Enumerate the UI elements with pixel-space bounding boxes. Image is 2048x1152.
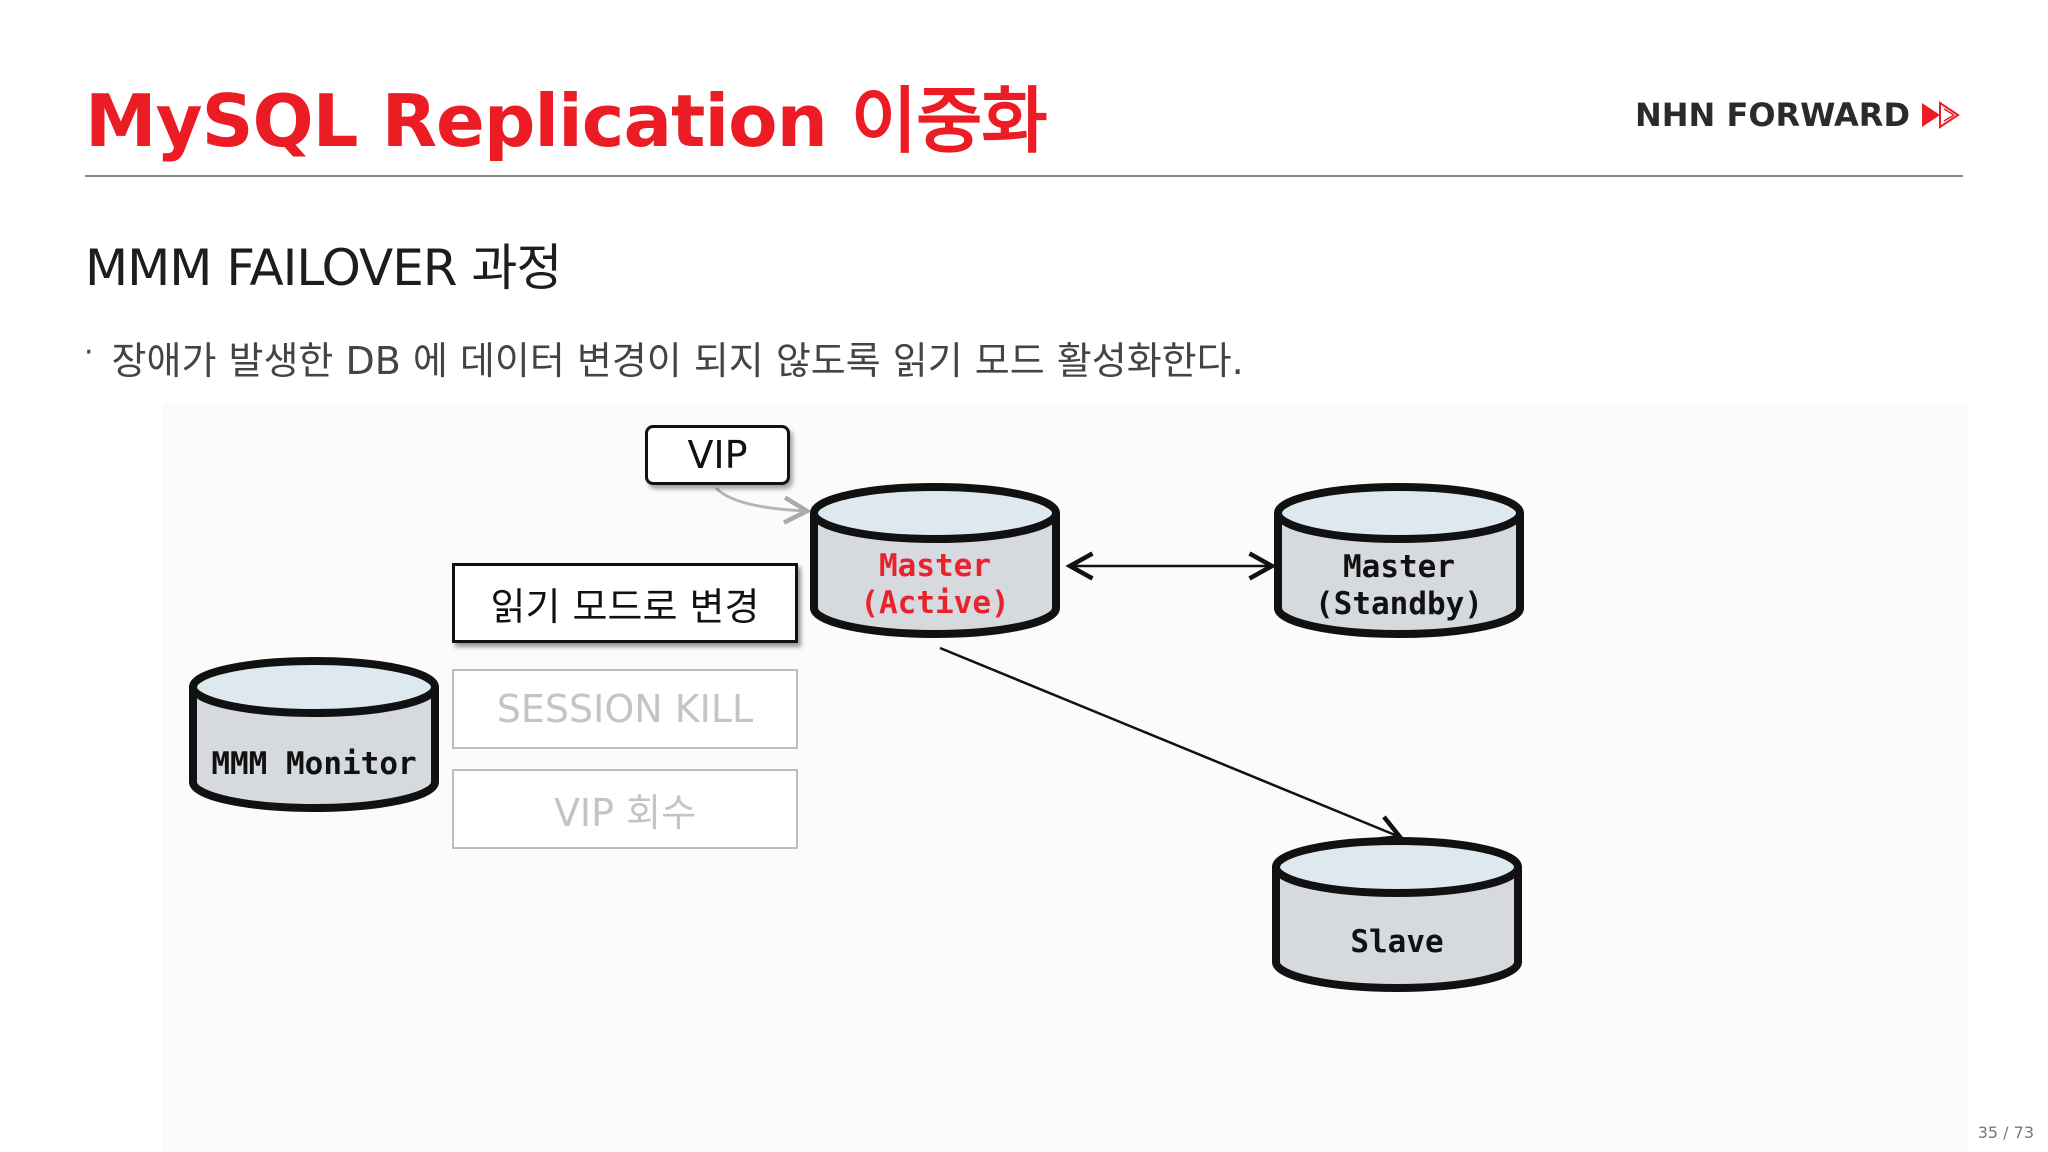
vip-label-box: VIP [645,425,790,485]
db-cylinder-master-standby [1274,483,1524,638]
step-session-kill: SESSION KILL [452,669,798,749]
vip-pointer-arrow [714,486,812,525]
master-standby-name: Master [1343,549,1455,585]
slave-replication-arrow [939,646,1405,843]
bullet-marker: · [84,335,94,370]
bullet-text: 장애가 발생한 DB 에 데이터 변경이 되지 않도록 읽기 모드 활성화한다. [111,339,1244,383]
bullet-item: · 장애가 발생한 DB 에 데이터 변경이 되지 않도록 읽기 모드 활성화한… [84,330,1244,385]
step-read-only-mode: 읽기 모드로 변경 [452,563,798,643]
brand-logo: NHN FORWARD [1635,96,1964,134]
title-divider [85,175,1963,177]
slave-label: Slave [1350,924,1444,960]
master-standby-label: Master (Standby) [1299,549,1499,623]
master-active-label: Master (Active) [835,548,1035,622]
step-vip-recall: VIP 회수 [452,769,798,849]
master-active-state: (Active) [860,585,1010,621]
brand-name: NHN FORWARD [1634,96,1910,134]
db-cylinder-slave [1272,837,1522,992]
mmm-monitor-label: MMM Monitor [211,746,417,782]
fast-forward-icon [1922,101,1960,129]
db-cylinder-monitor [189,657,439,812]
page-number: 35 / 73 [1977,1123,2034,1142]
slide-title: MySQL Replication 이중화 [85,79,1048,163]
db-cylinder-master-active [810,483,1060,638]
master-standby-state: (Standby) [1315,586,1483,622]
master-active-name: Master [879,548,991,584]
section-heading: MMM FAILOVER 과정 [85,239,562,297]
